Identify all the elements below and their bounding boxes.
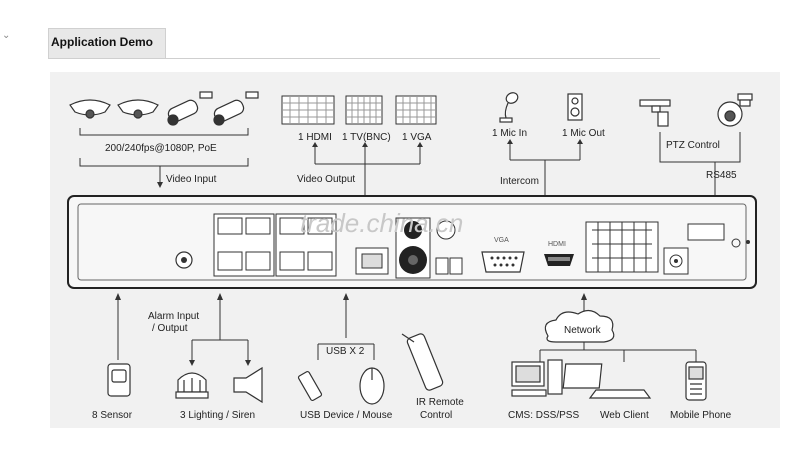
video-output-label: Video Output <box>297 174 355 185</box>
hdmi-port-label: HDMI <box>548 241 566 248</box>
audio-jacks <box>395 217 456 279</box>
dc-power-port <box>663 247 689 275</box>
monitor-icon <box>395 95 437 125</box>
section-title: Application Demo <box>51 35 154 49</box>
ir-control-label: Control <box>420 410 452 421</box>
mic-out-label: 1 Mic Out <box>562 128 605 139</box>
header-divider <box>48 58 660 59</box>
lighting-siren-label: 3 Lighting / Siren <box>180 410 255 421</box>
ptz-camera-icon <box>639 99 671 127</box>
computer-icon <box>511 359 563 397</box>
device-sticker <box>687 223 725 241</box>
video-input-label: Video Input <box>166 174 217 185</box>
sensor-label: 8 Sensor <box>92 410 133 421</box>
warning-light-icon <box>175 372 209 399</box>
monitor-icon <box>345 95 383 125</box>
vga-port-label: VGA <box>494 237 509 244</box>
vga-output-label: 1 VGA <box>402 132 432 143</box>
alarm-output-label: / Output <box>152 323 188 334</box>
bullet-camera-icon <box>213 91 259 126</box>
ir-remote-label: IR Remote <box>416 397 464 408</box>
rs485-label: RS485 <box>706 170 737 181</box>
speaker-icon <box>567 93 583 121</box>
usb-device-label: USB Device / Mouse <box>300 410 393 421</box>
vga-port <box>481 251 525 273</box>
watermark: trade.china.cn <box>300 208 463 238</box>
microphone-icon <box>499 92 519 123</box>
hdmi-output-label: 1 HDMI <box>298 132 332 143</box>
web-client-label: Web Client <box>600 410 649 421</box>
ptz-control-label: PTZ Control <box>666 140 720 151</box>
cms-label: CMS: DSS/PSS <box>508 410 579 421</box>
mobile-phone-label: Mobile Phone <box>670 410 732 421</box>
monitor-icon <box>281 95 335 125</box>
mic-in-label: 1 Mic In <box>492 128 527 139</box>
network-label: Network <box>564 325 602 336</box>
alarm-input-label: Alarm Input <box>148 311 199 322</box>
usb-ports <box>435 257 463 275</box>
speed-dome-icon <box>717 93 753 127</box>
mobile-phone-icon <box>685 361 707 401</box>
usb-stick-icon <box>297 371 323 401</box>
ir-remote-icon <box>401 333 444 391</box>
hdmi-port <box>544 254 574 266</box>
alarm-terminal-block <box>585 221 659 273</box>
dome-camera-icon <box>117 99 159 119</box>
ground-screw <box>731 238 741 248</box>
lan-port <box>355 247 389 275</box>
network-cloud-icon <box>544 309 615 343</box>
dome-camera-icon <box>69 99 111 119</box>
ground-dot <box>746 240 750 244</box>
mouse-icon <box>359 367 385 405</box>
camera-resolution-label: 200/240fps@1080P, PoE <box>105 143 217 154</box>
section-tab: Application Demo <box>48 28 166 59</box>
siren-icon <box>233 366 263 404</box>
laptop-icon <box>562 363 652 399</box>
poe-ports <box>213 213 337 277</box>
intercom-label: Intercom <box>500 176 539 187</box>
corner-mark: ⌄ <box>2 30 11 41</box>
sensor-icon <box>107 363 131 397</box>
tv-output-label: 1 TV(BNC) <box>342 132 391 143</box>
bullet-camera-icon <box>167 91 213 126</box>
usb-x2-label: USB X 2 <box>326 346 365 357</box>
